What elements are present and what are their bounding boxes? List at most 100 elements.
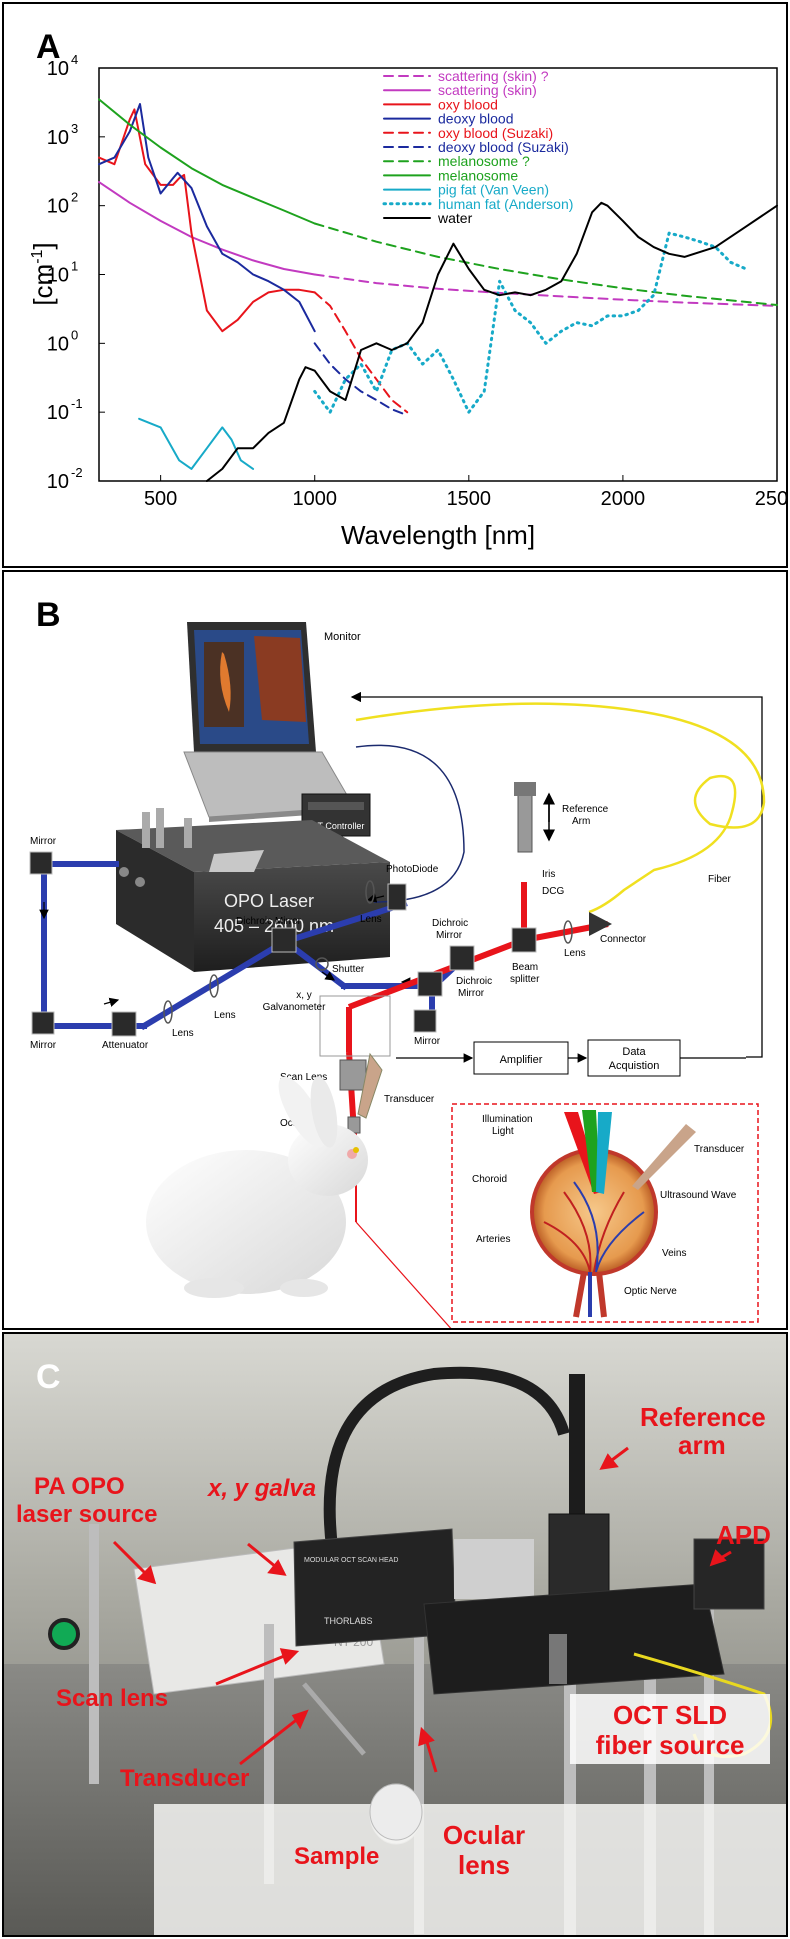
transducer-needle — [302, 1682, 366, 1756]
legend-entry: pig fat (Van Veen) — [438, 182, 549, 198]
x-axis-label: Wavelength [nm] — [341, 520, 535, 550]
optic-nerve-label: Optic Nerve — [624, 1286, 677, 1297]
legend-entry: water — [437, 210, 473, 226]
transducer-label: Transducer — [384, 1094, 435, 1105]
series-line-8 — [138, 417, 255, 470]
y-tick-exponent: 0 — [71, 327, 78, 342]
series-line-3 — [98, 103, 316, 333]
connector-label: Connector — [600, 934, 647, 945]
c-ocular-label-1: Ocular — [443, 1820, 525, 1850]
y-tick-label: 10 — [47, 471, 69, 493]
amplifier-label: Amplifier — [500, 1054, 543, 1066]
green-optic — [48, 1618, 80, 1650]
legend-entry: melanosome ? — [438, 153, 530, 169]
dichroic-right-label-1: Dichroic — [432, 918, 468, 929]
c-oct-sld-label-2: fiber source — [596, 1730, 745, 1760]
y-tick-label: 10 — [47, 127, 69, 149]
series-line-10 — [205, 201, 778, 482]
choroid-label: Choroid — [472, 1174, 507, 1185]
lens-top-label: Lens — [360, 914, 382, 925]
panel-b-label: B — [36, 596, 61, 634]
c-sample-label: Sample — [294, 1843, 379, 1870]
x-tick-label: 500 — [144, 488, 177, 510]
legend-entry: deoxy blood (Suzaki) — [438, 139, 569, 155]
monitor-laptop — [183, 622, 355, 822]
data-acq-label-1: Data — [622, 1046, 646, 1058]
thorlabs-text: THORLABS — [324, 1616, 373, 1626]
c-reference-arm-label-1: Reference — [640, 1402, 766, 1432]
photodiode-label: PhotoDiode — [386, 864, 439, 875]
c-transducer-label: Transducer — [120, 1765, 249, 1792]
reference-arm-tower — [569, 1374, 585, 1554]
data-acquisition-box — [587, 1039, 681, 1077]
series-line-1 — [98, 181, 316, 276]
setup-photo: NT 200 MODULAR OCT SCAN HEAD THORLABS — [4, 1334, 786, 1935]
series-line-9 — [313, 231, 748, 414]
mirror-top-left-label: Mirror — [30, 836, 57, 847]
c-xy-galva-label: x, y galva — [206, 1475, 316, 1502]
dichroic-mid-label-2: Mirror — [458, 988, 485, 999]
panel-b-schematic: B M — [2, 570, 788, 1330]
c-oct-sld-label-1: OCT SLD — [613, 1700, 727, 1730]
legend-entry: oxy blood — [438, 96, 498, 112]
scanhead-text: MODULAR OCT SCAN HEAD — [304, 1557, 398, 1564]
c-apd-label: APD — [716, 1520, 771, 1550]
series-line-6 — [313, 222, 778, 306]
mirror-bottom-right-label: Mirror — [414, 1036, 441, 1047]
legend-entry: melanosome — [438, 167, 518, 183]
oct-controller — [301, 793, 371, 837]
beam-splitter-label-2: splitter — [510, 974, 540, 985]
series-line-2 — [98, 108, 316, 333]
oct-sld-label-bg — [570, 1694, 770, 1764]
y-tick-exponent: 2 — [71, 190, 78, 205]
eye-illumination-label-1: Illumination — [482, 1114, 533, 1125]
absorption-chart: 500100015002000250010410310210110010-110… — [28, 52, 786, 550]
eye-illumination-label-2: Light — [492, 1126, 514, 1137]
y-tick-label: 10 — [47, 333, 69, 355]
panel-c-label: C — [36, 1358, 61, 1396]
veins-label: Veins — [662, 1248, 686, 1259]
reference-arm-label-1: Reference — [562, 804, 609, 815]
y-axis-label: [cm-1] — [28, 242, 58, 305]
legend-entry: oxy blood (Suzaki) — [438, 125, 553, 141]
y-tick-label: 10 — [47, 402, 69, 424]
shutter-label: Shutter — [332, 964, 365, 975]
y-tick-exponent: 1 — [71, 259, 78, 274]
c-ocular-label-2: lens — [458, 1850, 510, 1880]
x-tick-label: 1000 — [292, 488, 337, 510]
monitor-label: Monitor — [324, 631, 361, 643]
c-pa-opo-label-1: PA OPO — [34, 1473, 125, 1500]
y-tick-label: 10 — [47, 196, 69, 218]
panel-a-label: A — [36, 28, 61, 66]
reference-arm-label-2: Arm — [572, 816, 590, 827]
reference-arm — [514, 782, 555, 853]
ultrasound-wave-label: Ultrasound Wave — [660, 1190, 737, 1201]
dichroic-right-label-2: Mirror — [436, 930, 463, 941]
scan-lens — [339, 1059, 367, 1091]
y-tick-label: 10 — [47, 58, 69, 80]
opo-laser-label: OPO Laser — [224, 891, 314, 911]
panel-c-photo: NT 200 MODULAR OCT SCAN HEAD THORLABS — [2, 1332, 788, 1937]
scan-lens-label: Scan Lens — [280, 1072, 327, 1083]
system-schematic: Monitor OCT Controller OPO Laser 405 – 2… — [29, 622, 766, 1328]
galvanometer-box — [319, 995, 391, 1057]
series-line-7 — [98, 98, 316, 225]
opo-laser-box — [116, 808, 390, 972]
x-tick-label: 2000 — [601, 488, 646, 510]
legend-entry: deoxy blood — [438, 111, 514, 127]
opo-laser-range: 405 – 2600 nm — [214, 916, 334, 936]
fiber-cable — [323, 1366, 570, 1576]
lenses — [163, 880, 573, 1024]
x-tick-label: 2500 — [755, 488, 786, 510]
arteries-label: Arteries — [476, 1234, 510, 1245]
legend-entry: scattering (skin) ? — [438, 68, 549, 84]
beam-splitter-label-1: Beam — [512, 962, 538, 973]
c-scan-lens-label: Scan lens — [56, 1685, 168, 1712]
amplifier-box — [473, 1041, 569, 1075]
eye-diagram — [530, 1110, 696, 1318]
x-tick-label: 1500 — [447, 488, 492, 510]
rabbit-illustration — [146, 1076, 368, 1298]
legend-entry: human fat (Anderson) — [438, 196, 573, 212]
optic-cubes — [29, 851, 537, 1037]
eye-transducer-label: Transducer — [694, 1144, 745, 1155]
